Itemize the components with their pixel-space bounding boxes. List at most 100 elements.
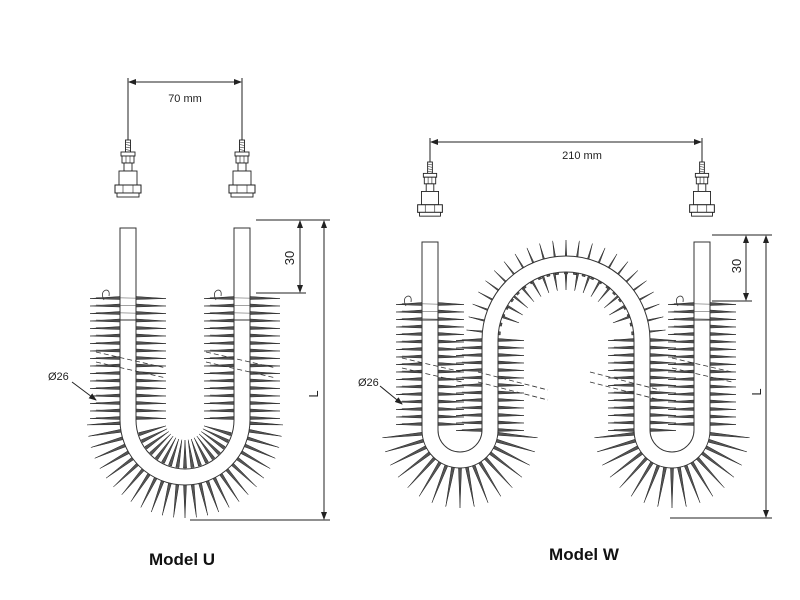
fin-spike <box>397 450 433 478</box>
terminal-thread <box>427 166 433 168</box>
fin-spike <box>223 465 249 496</box>
fin-wire <box>209 297 275 299</box>
w-break-line-5 <box>589 371 661 391</box>
fin-spike <box>445 464 456 507</box>
fin-spike <box>487 450 523 478</box>
fin-spike <box>196 435 216 460</box>
fin-spike <box>482 455 513 489</box>
fin-spike <box>670 465 674 509</box>
fin-spike <box>594 431 637 439</box>
terminal-neck <box>237 162 247 172</box>
w-depth-label: 30 <box>729 259 744 273</box>
w-bend-tube <box>421 255 711 469</box>
fin-spike <box>201 431 226 450</box>
mounting-nut <box>114 184 142 194</box>
w-break-line-6 <box>589 381 661 401</box>
w-terminal-left <box>417 161 443 217</box>
w-break-line-4 <box>477 381 549 401</box>
u-break-line-4 <box>205 361 277 379</box>
fin-spike <box>246 421 283 426</box>
fin-spike <box>699 450 735 478</box>
terminal-neck <box>697 183 707 192</box>
fin-wire <box>673 310 731 313</box>
terminal-thread <box>699 168 705 171</box>
w-break-line-7 <box>671 357 733 373</box>
w-break-line-3 <box>477 371 549 391</box>
fin-spike <box>703 444 742 466</box>
w-terminal-right <box>689 161 715 217</box>
terminal-thread <box>699 166 705 168</box>
fin-spike <box>105 455 137 479</box>
fin-spike <box>87 421 124 426</box>
fin-spike <box>113 460 142 488</box>
fin-spike <box>228 460 257 488</box>
terminal-thread <box>427 170 433 173</box>
terminal-washer <box>694 172 710 178</box>
terminal-thread <box>699 170 705 173</box>
fin-spike <box>495 431 538 439</box>
fin-spike <box>149 433 171 456</box>
fin-spike <box>619 455 650 489</box>
fin-wire <box>401 318 459 320</box>
u-terminal-left <box>114 139 142 198</box>
fin-spike <box>233 455 265 479</box>
fin-wire <box>95 312 161 314</box>
terminal-thread <box>239 146 245 149</box>
mounting-nut <box>417 204 443 213</box>
fin-spike <box>689 459 714 497</box>
fin-spike <box>204 425 232 437</box>
u-break-line-2 <box>95 361 167 379</box>
terminal-body <box>693 190 712 206</box>
u-terminal-right <box>228 139 256 198</box>
fin-spike <box>202 428 230 444</box>
fin-wire <box>95 297 161 299</box>
terminal-thread <box>239 141 245 144</box>
fin-spike <box>458 465 462 509</box>
fin-spike <box>144 431 169 450</box>
terminal-nut <box>423 176 437 185</box>
u-bend-tube <box>119 319 251 486</box>
terminal-nut <box>695 176 709 185</box>
terminal-body <box>118 170 138 186</box>
u-coil-hook-right <box>214 289 222 301</box>
fin-spike <box>183 439 187 469</box>
fin-spike <box>477 459 502 497</box>
fin-spike <box>199 433 221 456</box>
w-model-title: Model W <box>549 545 620 564</box>
w-break-line-2 <box>401 367 463 383</box>
fin-wire <box>209 304 275 307</box>
model-u-drawing: 70 mm Ø26 30 L Model U <box>48 78 330 569</box>
terminal-thread <box>239 149 245 151</box>
w-coil-hook-left <box>404 295 412 307</box>
terminal-body <box>421 190 440 206</box>
fin-spike <box>630 459 655 497</box>
fin-spike <box>193 437 209 464</box>
terminal-thread <box>125 141 131 144</box>
fin-spike <box>217 470 240 502</box>
fin-spike <box>121 465 147 496</box>
terminal-neck <box>123 162 133 172</box>
fin-spike <box>237 448 271 469</box>
u-depth-label: 30 <box>282 251 297 265</box>
w-diameter-label: Ø26 <box>358 377 379 389</box>
fin-spike <box>407 455 438 489</box>
u-model-title: Model U <box>149 550 215 569</box>
fin-spike <box>464 464 475 507</box>
fin-spike <box>491 444 530 466</box>
fin-spike <box>694 455 725 489</box>
fin-spike <box>245 428 282 437</box>
w-break-line-8 <box>671 367 733 383</box>
fin-spike <box>183 481 187 519</box>
mounting-flange <box>230 192 254 198</box>
w-length-label: L <box>749 388 764 395</box>
fin-spike <box>154 435 174 460</box>
terminal-thread <box>699 163 705 166</box>
terminal-thread <box>125 149 131 151</box>
w-tube-left <box>421 241 439 333</box>
fin-spike <box>390 444 429 466</box>
terminal-thread <box>125 144 131 146</box>
fin-spike <box>211 474 230 508</box>
fin-spike <box>173 481 180 518</box>
mounting-nut <box>689 204 715 213</box>
